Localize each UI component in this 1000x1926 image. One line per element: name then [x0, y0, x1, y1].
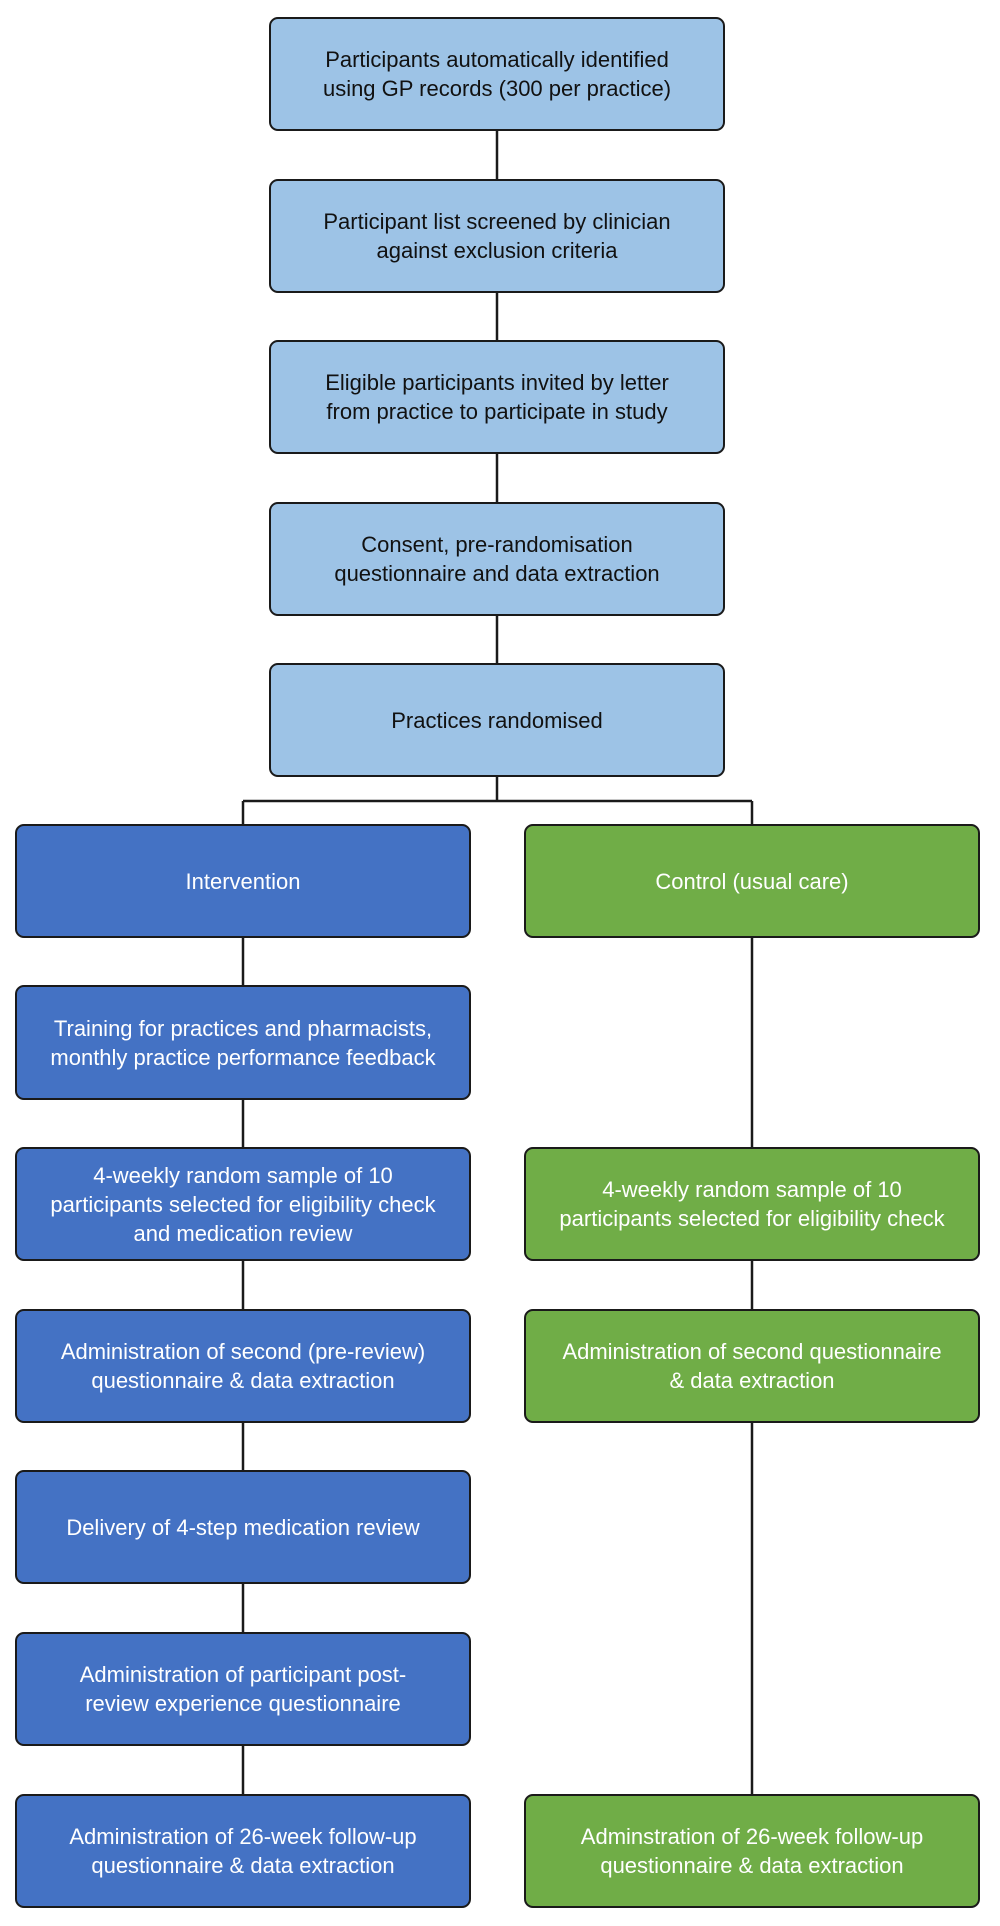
connector-randomisation-split [241, 777, 754, 824]
intervention-followup: Administration of 26-week follow-up ques… [15, 1794, 471, 1908]
control-title: Control (usual care) [524, 824, 980, 938]
step-participants-invited: Eligible participants invited by letter … [269, 340, 725, 454]
step-consent-questionnaire: Consent, pre-randomisation questionnaire… [269, 502, 725, 616]
step-practices-randomised: Practices randomised [269, 663, 725, 777]
intervention-random-sample: 4-weekly random sample of 10 participant… [15, 1147, 471, 1261]
intervention-title: Intervention [15, 824, 471, 938]
control-second-questionnaire: Administration of second questionnaire &… [524, 1309, 980, 1423]
intervention-post-review-questionnaire: Administration of participant post- revi… [15, 1632, 471, 1746]
intervention-medication-review: Delivery of 4-step medication review [15, 1470, 471, 1584]
step-participants-identified: Participants automatically identified us… [269, 17, 725, 131]
control-random-sample: 4-weekly random sample of 10 participant… [524, 1147, 980, 1261]
intervention-second-questionnaire: Administration of second (pre-review) qu… [15, 1309, 471, 1423]
intervention-training: Training for practices and pharmacists, … [15, 985, 471, 1100]
control-followup: Adminstration of 26-week follow-up quest… [524, 1794, 980, 1908]
step-list-screened: Participant list screened by clinician a… [269, 179, 725, 293]
